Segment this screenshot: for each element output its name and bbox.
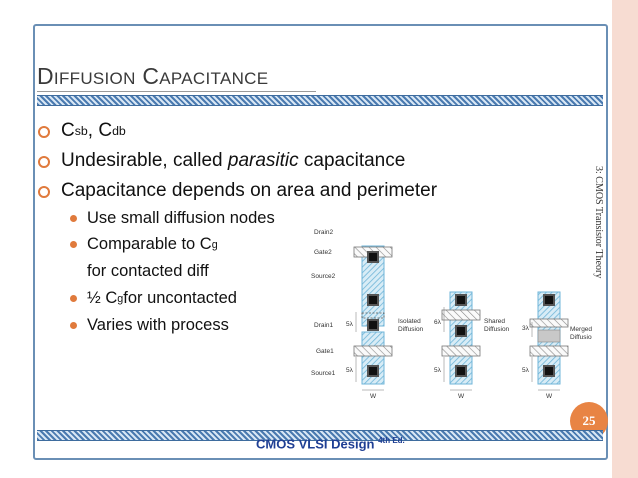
bottom-stripe-divider [37,430,603,441]
title-underline [37,91,316,92]
merged-diffusion-stack [529,291,569,385]
subbullet-1: Use small diffusion nodes [70,209,275,228]
right-decor-band [612,0,638,478]
bullet-ring-icon [38,185,50,198]
subbullet-4: Varies with process [70,316,229,335]
shared-diffusion-stack [441,291,481,385]
bullet-ring-icon [38,125,50,138]
label-gate1: Gate1 [316,348,334,355]
dim-5l-b: 5λ [346,367,354,374]
dim-w-1: W [370,393,377,400]
bullet-dot-icon [70,322,77,329]
dim-w-3: W [546,393,553,400]
label-drain1: Drain1 [314,322,334,329]
bullet-2: Undesirable, called parasitic capacitanc… [38,150,405,172]
isolated-diffusion-stack [353,245,393,385]
bullet-dot-icon [70,295,77,302]
dim-6l: 6λ [434,319,442,326]
label-source2: Source2 [311,273,336,280]
slide-title: DIFFUSION CAPACITANCE [37,63,269,89]
dim-3l: 3λ [522,325,530,332]
bullet-dot-icon [70,241,77,248]
diffusion-layout-figure: Drain2 Gate2 Source2 Drain1 Gate1 Source… [311,229,592,400]
bullet-3: Capacitance depends on area and perimete… [38,180,437,202]
label-drain2: Drain2 [314,229,334,236]
bullet-ring-icon [38,155,50,168]
dim-5l-c: 5λ [434,367,442,374]
subbullet-2-continuation: for contacted diff [87,262,209,280]
label-gate2: Gate2 [314,249,332,256]
bullet-dot-icon [70,215,77,222]
slide-frame [33,24,608,460]
label-source1: Source1 [311,370,336,377]
dim-5l-a: 5λ [346,321,354,328]
dim-5l-d: 5λ [522,367,530,374]
footer-course-title: CMOS VLSI Design 4th Ed. [256,436,405,452]
top-stripe-divider [37,95,603,106]
side-chapter-label: 3: CMOS Transistor Theory [593,166,604,279]
caption-merged: MergedDiffusion [570,326,592,341]
dim-w-2: W [458,393,465,400]
